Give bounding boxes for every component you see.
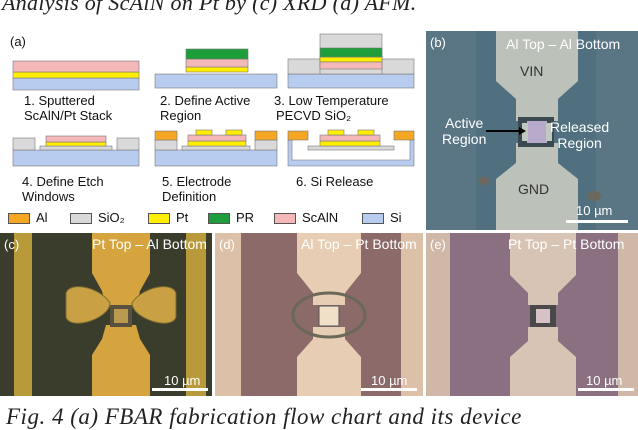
legend-swatch-scaln: [274, 213, 296, 224]
legend-label-pt: Pt: [176, 210, 189, 225]
panel-b-label: (b): [430, 35, 446, 50]
panel-c-label: (c): [4, 237, 20, 252]
device-image-c: [0, 233, 212, 396]
legend-label-scaln: ScAlN: [302, 210, 339, 225]
step-1-stack: [12, 60, 140, 91]
panel-c-scale-text: 10 µm: [164, 373, 201, 388]
legend-swatch-pt: [148, 213, 170, 224]
step-3-pecvd-sio2: [287, 33, 415, 89]
panel-e-label: (e): [430, 237, 446, 252]
legend-label-si: Si: [390, 210, 402, 225]
device-image-e: [426, 233, 638, 396]
caption-bottom: Fig. 4 (a) FBAR fabrication flow chart a…: [6, 404, 522, 429]
panel-e-scale-bar: [578, 388, 634, 391]
material-legend: Al SiO₂ Pt PR ScAlN Si: [8, 210, 422, 228]
panel-c-title: Pt Top – Al Bottom: [92, 236, 207, 252]
panel-b-scale-bar: [566, 220, 628, 223]
panel-a-flow-chart: (a): [0, 30, 425, 230]
step-6-label: 6. Si Release: [296, 174, 374, 189]
step-5-electrode: [154, 129, 278, 167]
step-2-active-region: [154, 48, 278, 89]
panel-c-micrograph: (c) Pt Top – Al Bottom 10 µm: [0, 233, 212, 396]
panel-c-scale-bar: [152, 388, 208, 391]
panel-e-scale-text: 10 µm: [586, 373, 623, 388]
step-4-etch-windows: [12, 135, 140, 167]
caption-top: Analysis of ScAlN on Pt by (c) XRD (d) A…: [2, 0, 417, 15]
legend-swatch-si: [362, 213, 384, 224]
vin-pad-label: VIN: [520, 63, 544, 79]
legend-label-al: Al: [36, 210, 48, 225]
legend-label-sio2: SiO₂: [98, 210, 125, 225]
panel-b-scale-text: 10 µm: [576, 203, 613, 218]
panel-e-micrograph: (e) Pt Top – Pt Bottom 10 µm: [426, 233, 638, 396]
panel-d-title: Al Top – Pt Bottom: [301, 236, 417, 252]
panel-d-micrograph: (d) Al Top – Pt Bottom 10 µm: [215, 233, 423, 396]
panel-a-label: (a): [10, 34, 26, 49]
device-image-b: [426, 31, 638, 230]
legend-swatch-pr: [208, 213, 230, 224]
gnd-pad-label: GND: [518, 181, 550, 197]
panel-e-title: Pt Top – Pt Bottom: [508, 236, 625, 252]
device-image-d: [215, 233, 423, 396]
panel-d-label: (d): [219, 237, 235, 252]
legend-label-pr: PR: [236, 210, 255, 225]
panel-d-scale-text: 10 µm: [371, 373, 408, 388]
fabrication-steps-diagram: [12, 33, 415, 167]
panel-d-scale-bar: [361, 388, 417, 391]
step-6-si-release: [287, 129, 415, 167]
panel-b-title: Al Top – Al Bottom: [506, 36, 621, 52]
legend-swatch-sio2: [70, 213, 92, 224]
legend-swatch-al: [8, 213, 30, 224]
